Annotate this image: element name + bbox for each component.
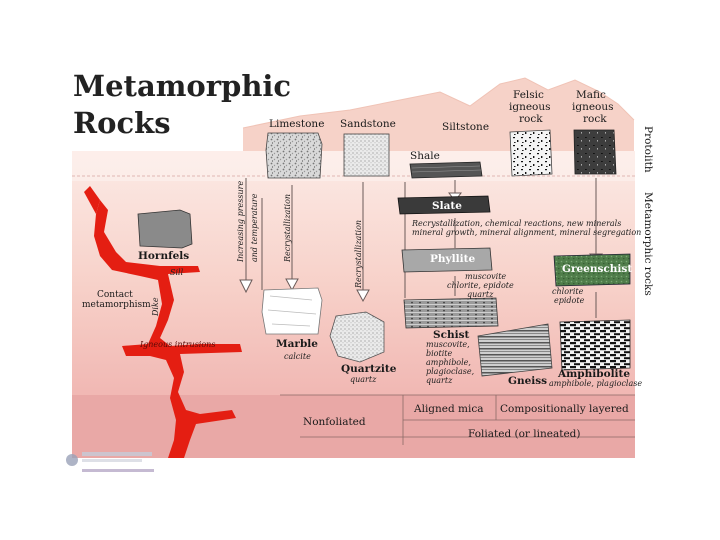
label-quartzite: Quartzite <box>341 363 397 375</box>
label-amphibolite: Amphibolite <box>558 368 631 380</box>
greenschist-specimen <box>553 253 631 287</box>
quartzite-specimen <box>329 311 385 363</box>
minerals-amphibolite: amphibole, plagioclase <box>549 379 643 388</box>
label-marble: Marble <box>276 338 318 350</box>
label-mafic-1: Mafic <box>576 89 606 101</box>
title-line-1: Metamorphic <box>73 69 292 103</box>
limestone-specimen <box>265 132 323 179</box>
gneiss-specimen <box>477 323 553 377</box>
label-felsic-1: Felsic <box>513 89 544 101</box>
minerals-quartzite: quartz <box>350 375 377 384</box>
minerals-greenschist-2: epidote <box>554 296 585 305</box>
label-sandstone: Sandstone <box>340 118 396 130</box>
minerals-schist-2: biotite <box>426 349 453 358</box>
label-shale: Shale <box>410 150 440 162</box>
label-sill: Sill <box>170 268 184 277</box>
sandstone-specimen <box>343 133 390 177</box>
minerals-schist-1: muscovite, <box>426 340 470 349</box>
label-slate: Slate <box>432 200 462 212</box>
label-recrystallization-1: Recrystallization <box>283 193 292 262</box>
label-igneous-intrusions: Igneous intrusions <box>140 340 216 349</box>
label-mafic-3: rock <box>583 113 607 125</box>
slate-note-1: Recrystallization, chemical reactions, n… <box>412 219 622 228</box>
label-felsic-3: rock <box>519 113 543 125</box>
minerals-greenschist-1: chlorite <box>552 287 584 296</box>
label-recrystallization-2: Recrystallization <box>354 219 363 288</box>
label-nonfoliated: Nonfoliated <box>303 416 366 428</box>
mafic-specimen <box>573 129 617 175</box>
igneous-intrusion <box>94 200 242 458</box>
label-foliated: Foliated (or lineated) <box>468 428 581 440</box>
label-contact-1: Contact <box>97 290 133 300</box>
schist-specimen <box>403 297 499 329</box>
label-gneiss: Gneiss <box>508 375 548 387</box>
axis-label-protolith: Protolith <box>642 126 654 173</box>
label-limestone: Limestone <box>269 118 325 130</box>
shale-specimen <box>409 161 483 179</box>
axis-label-metamorphic-rocks: Metamorphic rocks <box>642 192 654 296</box>
amphibolite-specimen <box>559 319 631 371</box>
felsic-specimen <box>509 129 553 177</box>
phyllite-specimen <box>401 247 493 273</box>
minerals-phyllite-1: muscovite <box>465 272 507 281</box>
minerals-marble: calcite <box>284 352 311 361</box>
slate-note-2: mineral growth, mineral alignment, miner… <box>412 228 642 237</box>
label-compositionally-layered: Compositionally layered <box>500 403 629 415</box>
label-mafic-2: igneous <box>572 101 614 113</box>
slate-specimen <box>397 195 491 215</box>
minerals-phyllite-2: chlorite, epidote <box>447 281 514 290</box>
minerals-schist-4: plagioclase, <box>426 367 475 376</box>
minerals-schist-5: quartz <box>426 376 453 385</box>
minerals-schist-3: amphibole, <box>426 358 471 367</box>
label-hornfels: Hornfels <box>138 250 190 262</box>
label-greenschist: Greenschist <box>562 263 633 275</box>
marble-specimen <box>261 287 323 335</box>
label-increasing-pressure: Increasing pressure <box>236 180 245 262</box>
hornfels-specimen <box>137 209 193 249</box>
label-dike: Dike <box>151 297 160 316</box>
title-line-2: Rocks <box>73 106 171 140</box>
label-phyllite: Phyllite <box>430 253 476 265</box>
label-felsic-2: igneous <box>509 101 551 113</box>
publisher-logo <box>66 452 154 472</box>
label-contact-2: metamorphism <box>82 300 151 310</box>
classification-table <box>72 395 635 458</box>
label-schist: Schist <box>433 329 470 341</box>
label-aligned-mica: Aligned mica <box>414 403 484 415</box>
label-siltstone: Siltstone <box>442 121 490 133</box>
label-and-temperature: and temperature <box>250 193 259 263</box>
minerals-phyllite-3: quartz <box>467 290 494 299</box>
